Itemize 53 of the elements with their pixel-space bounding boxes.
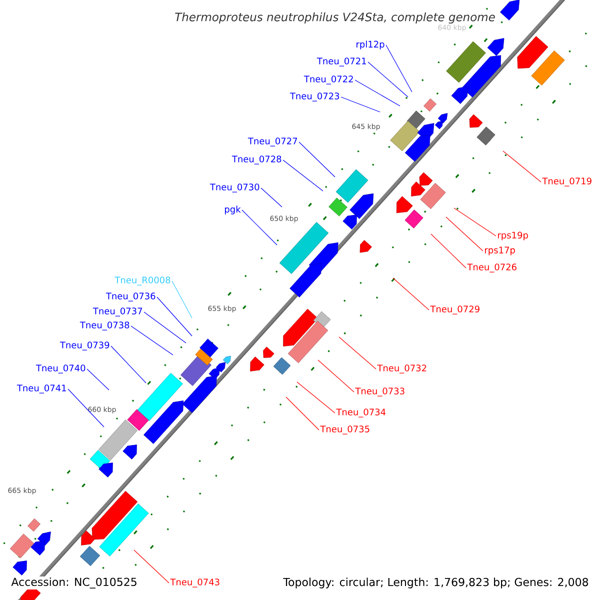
leader-line (110, 346, 146, 384)
gene-label: Tneu_0741 (16, 384, 66, 394)
title: Thermoproteus neutrophilus V24Sta, complete genome (175, 12, 495, 24)
gene-label: Tneu_0732 (377, 364, 426, 374)
gene-label: Tneu_0723 (290, 92, 340, 102)
gene-label: Tneu_0733 (355, 388, 404, 396)
leader-line (130, 326, 174, 356)
leader-line (340, 96, 380, 112)
gene-label: Tneu_0738 (80, 322, 130, 330)
leader-line (446, 216, 484, 252)
gene-label: Tneu_R0008 (114, 276, 170, 286)
gene-label: Tneu_0736 (106, 292, 156, 302)
leader-line (354, 80, 400, 106)
leader-line (502, 150, 542, 182)
gene-label: Tneu_0739 (60, 342, 110, 350)
gene-label: Tneu_0743 (170, 578, 220, 588)
leader-line (338, 336, 376, 370)
leader-line (242, 210, 278, 246)
gene-label: Tneu_0730 (210, 184, 260, 192)
leader-line (282, 160, 324, 192)
leader-line (134, 550, 170, 584)
gene-label: Tneu_0728 (232, 156, 282, 164)
footer-text: Topology: circular; Length: 1,769,823 bp; Genes: 2,008 (282, 576, 590, 590)
leader-line (286, 396, 320, 430)
gene-label: Tneu_0737 (92, 308, 142, 316)
leader-line (172, 280, 192, 318)
gene-label: rpl12p (356, 40, 384, 50)
gene-label: Tneu_0729 (430, 306, 480, 314)
leader-line (430, 234, 466, 268)
gene-label: Tneu_0719 (542, 178, 592, 186)
leader-line (260, 188, 282, 208)
gene-label: rps19p (498, 232, 528, 240)
footer-text: Accession: NC_010525 (10, 576, 138, 590)
leader-line (368, 62, 408, 98)
leader-line (144, 312, 186, 344)
gene-label: Tneu_0734 (336, 408, 386, 418)
leader-line (392, 278, 430, 310)
leader-line (318, 360, 354, 392)
gene-label: Tneu_0735 (320, 426, 370, 434)
gene-label: pgk (224, 206, 241, 214)
gene-label: Tneu_0727 (248, 138, 298, 146)
gene-label: Tneu_0722 (304, 76, 353, 84)
leader-line (454, 208, 496, 236)
gene-label: Tneu_0726 (467, 264, 516, 272)
leader-line (68, 388, 104, 428)
leader-line (296, 382, 336, 414)
gene-label: Tneu_0721 (316, 58, 366, 66)
leader-line (298, 142, 336, 178)
leader-line (156, 296, 192, 336)
leader-line (86, 368, 110, 390)
gene-label: rps17p (485, 246, 515, 256)
gene-label: Tneu_0740 (36, 364, 86, 374)
leader-line (386, 44, 412, 92)
